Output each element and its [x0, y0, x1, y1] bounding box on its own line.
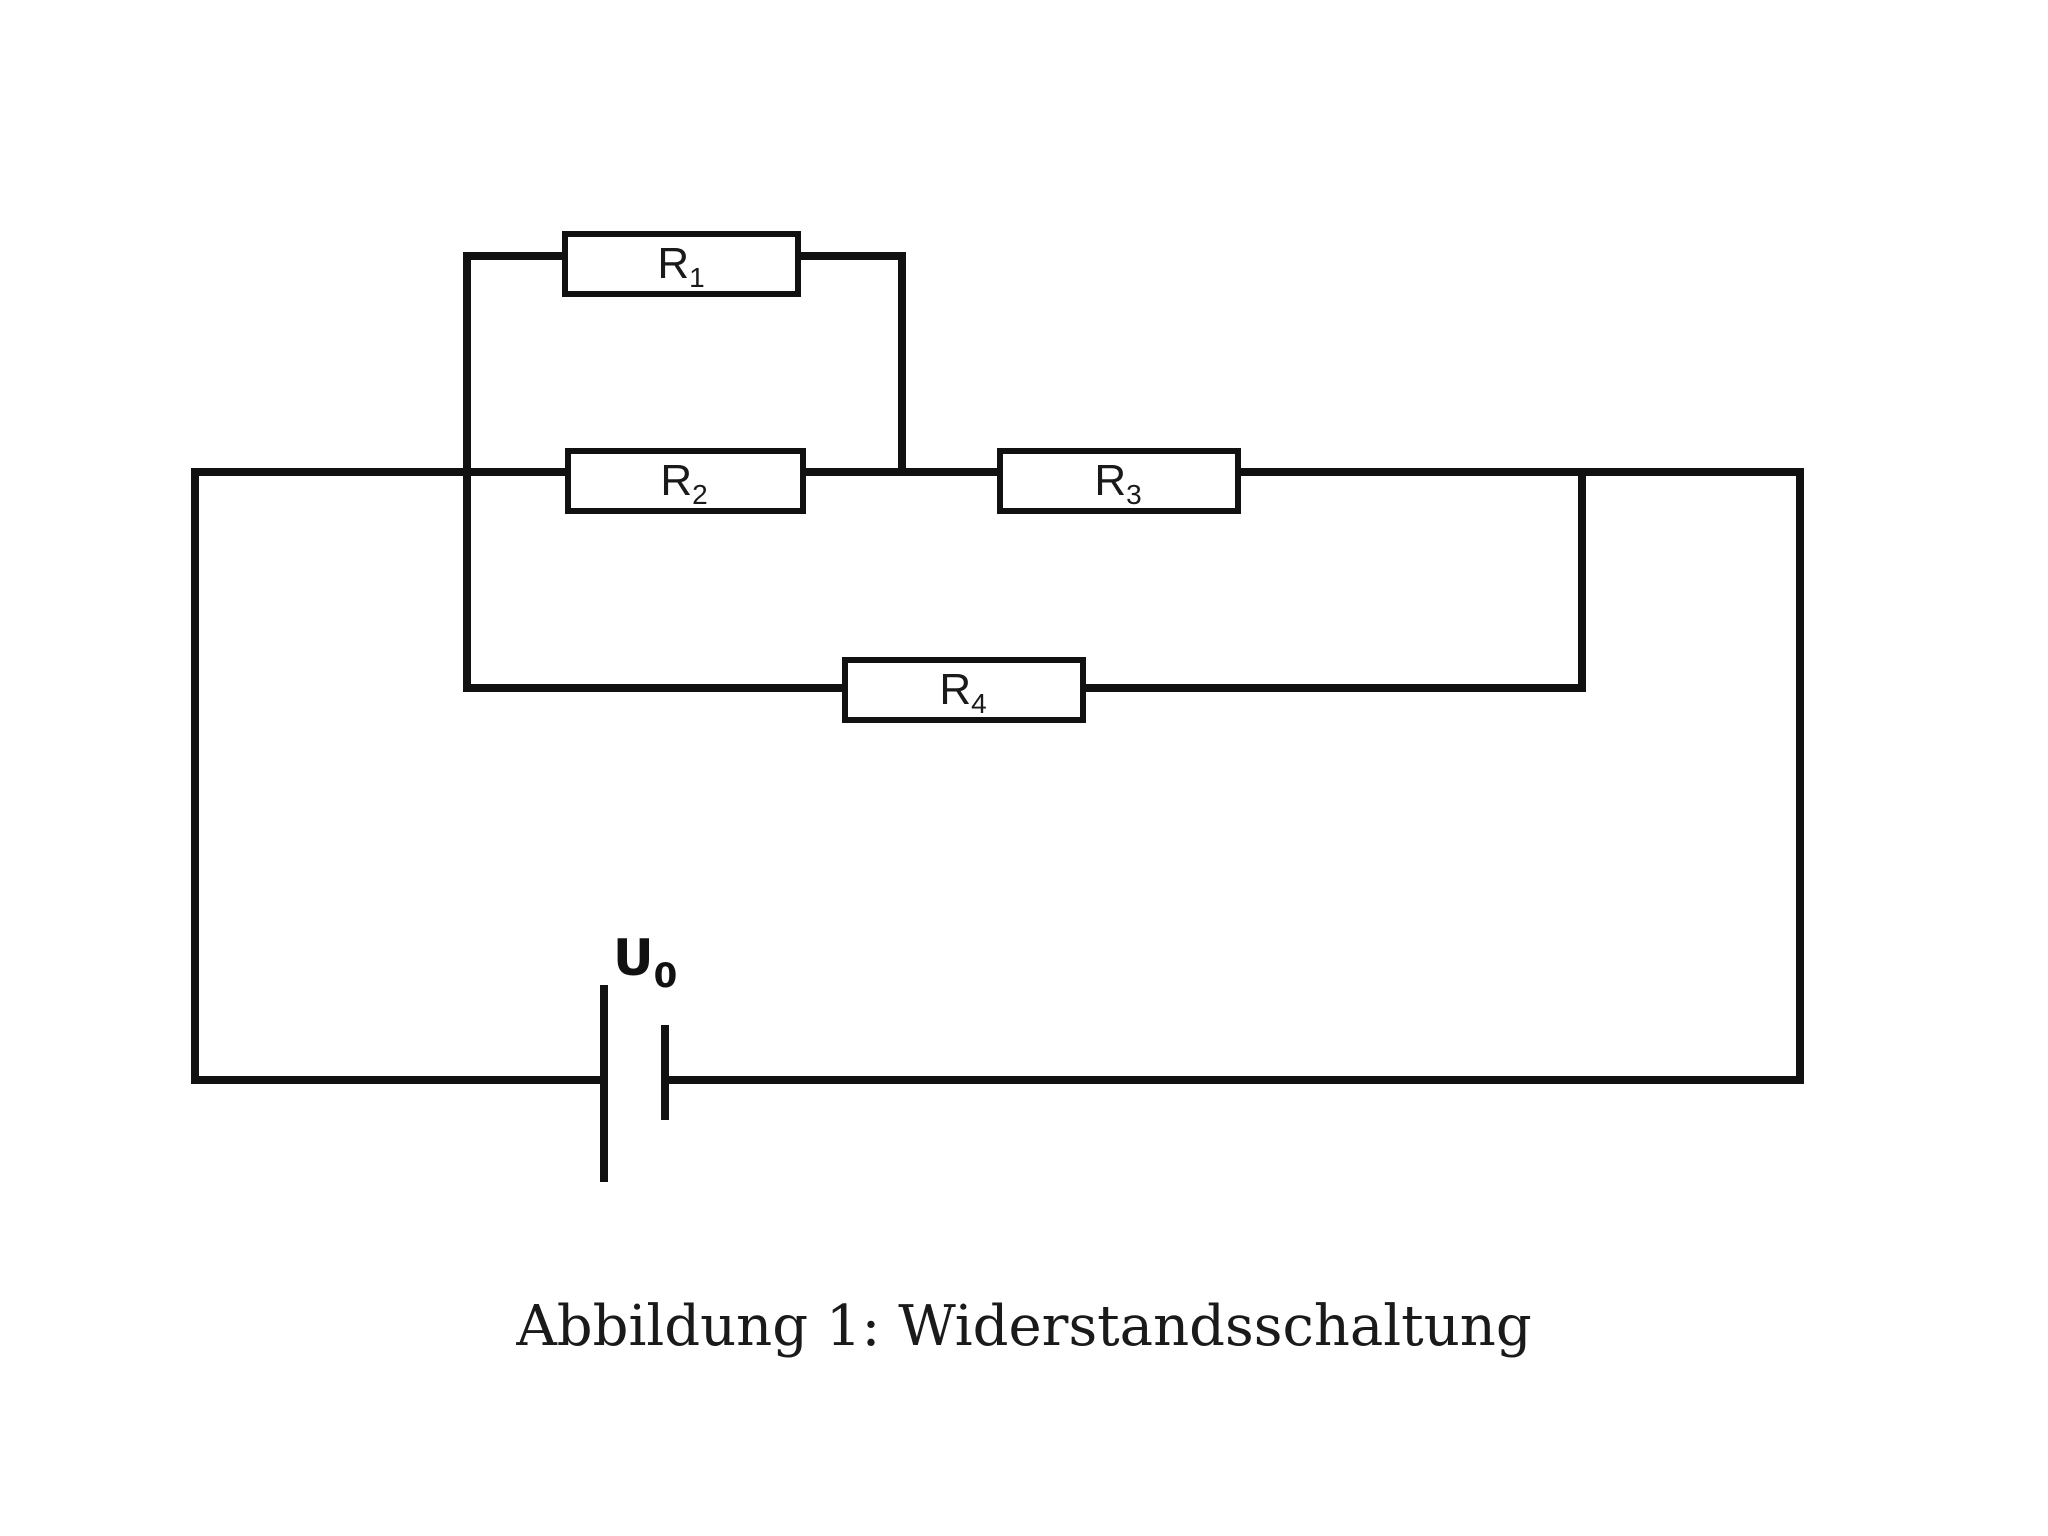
svg-text:R2: R2	[660, 456, 707, 510]
svg-text:R1: R1	[657, 239, 704, 293]
r3-subscript: 3	[1126, 479, 1142, 510]
svg-text:R4: R4	[939, 665, 986, 719]
r2-subscript: 2	[692, 479, 708, 510]
voltage-source: U0	[600, 929, 677, 1182]
r3-label: R	[1094, 456, 1126, 505]
figure-caption: Abbildung 1: Widerstandsschaltung	[516, 1294, 1532, 1359]
resistor-r2: R2	[565, 448, 806, 514]
wire-outer-left	[191, 468, 604, 1084]
r2-label: R	[660, 456, 692, 505]
r4-subscript: 4	[971, 688, 987, 719]
resistor-r3: R3	[997, 448, 1241, 514]
wire-outer-right	[661, 468, 1804, 1084]
r1-label: R	[657, 239, 689, 288]
svg-text:U0: U0	[613, 929, 677, 996]
u0-label: U	[613, 929, 654, 987]
wire-r4-right	[1079, 468, 1586, 692]
resistor-r4: R4	[842, 657, 1086, 723]
u0-subscript: 0	[654, 956, 678, 996]
resistor-r1: R1	[562, 231, 801, 297]
r4-label: R	[939, 665, 971, 714]
wire-left-node	[463, 252, 849, 692]
wire-r1-right	[794, 252, 906, 476]
r1-subscript: 1	[689, 262, 705, 293]
svg-text:R3: R3	[1094, 456, 1141, 510]
